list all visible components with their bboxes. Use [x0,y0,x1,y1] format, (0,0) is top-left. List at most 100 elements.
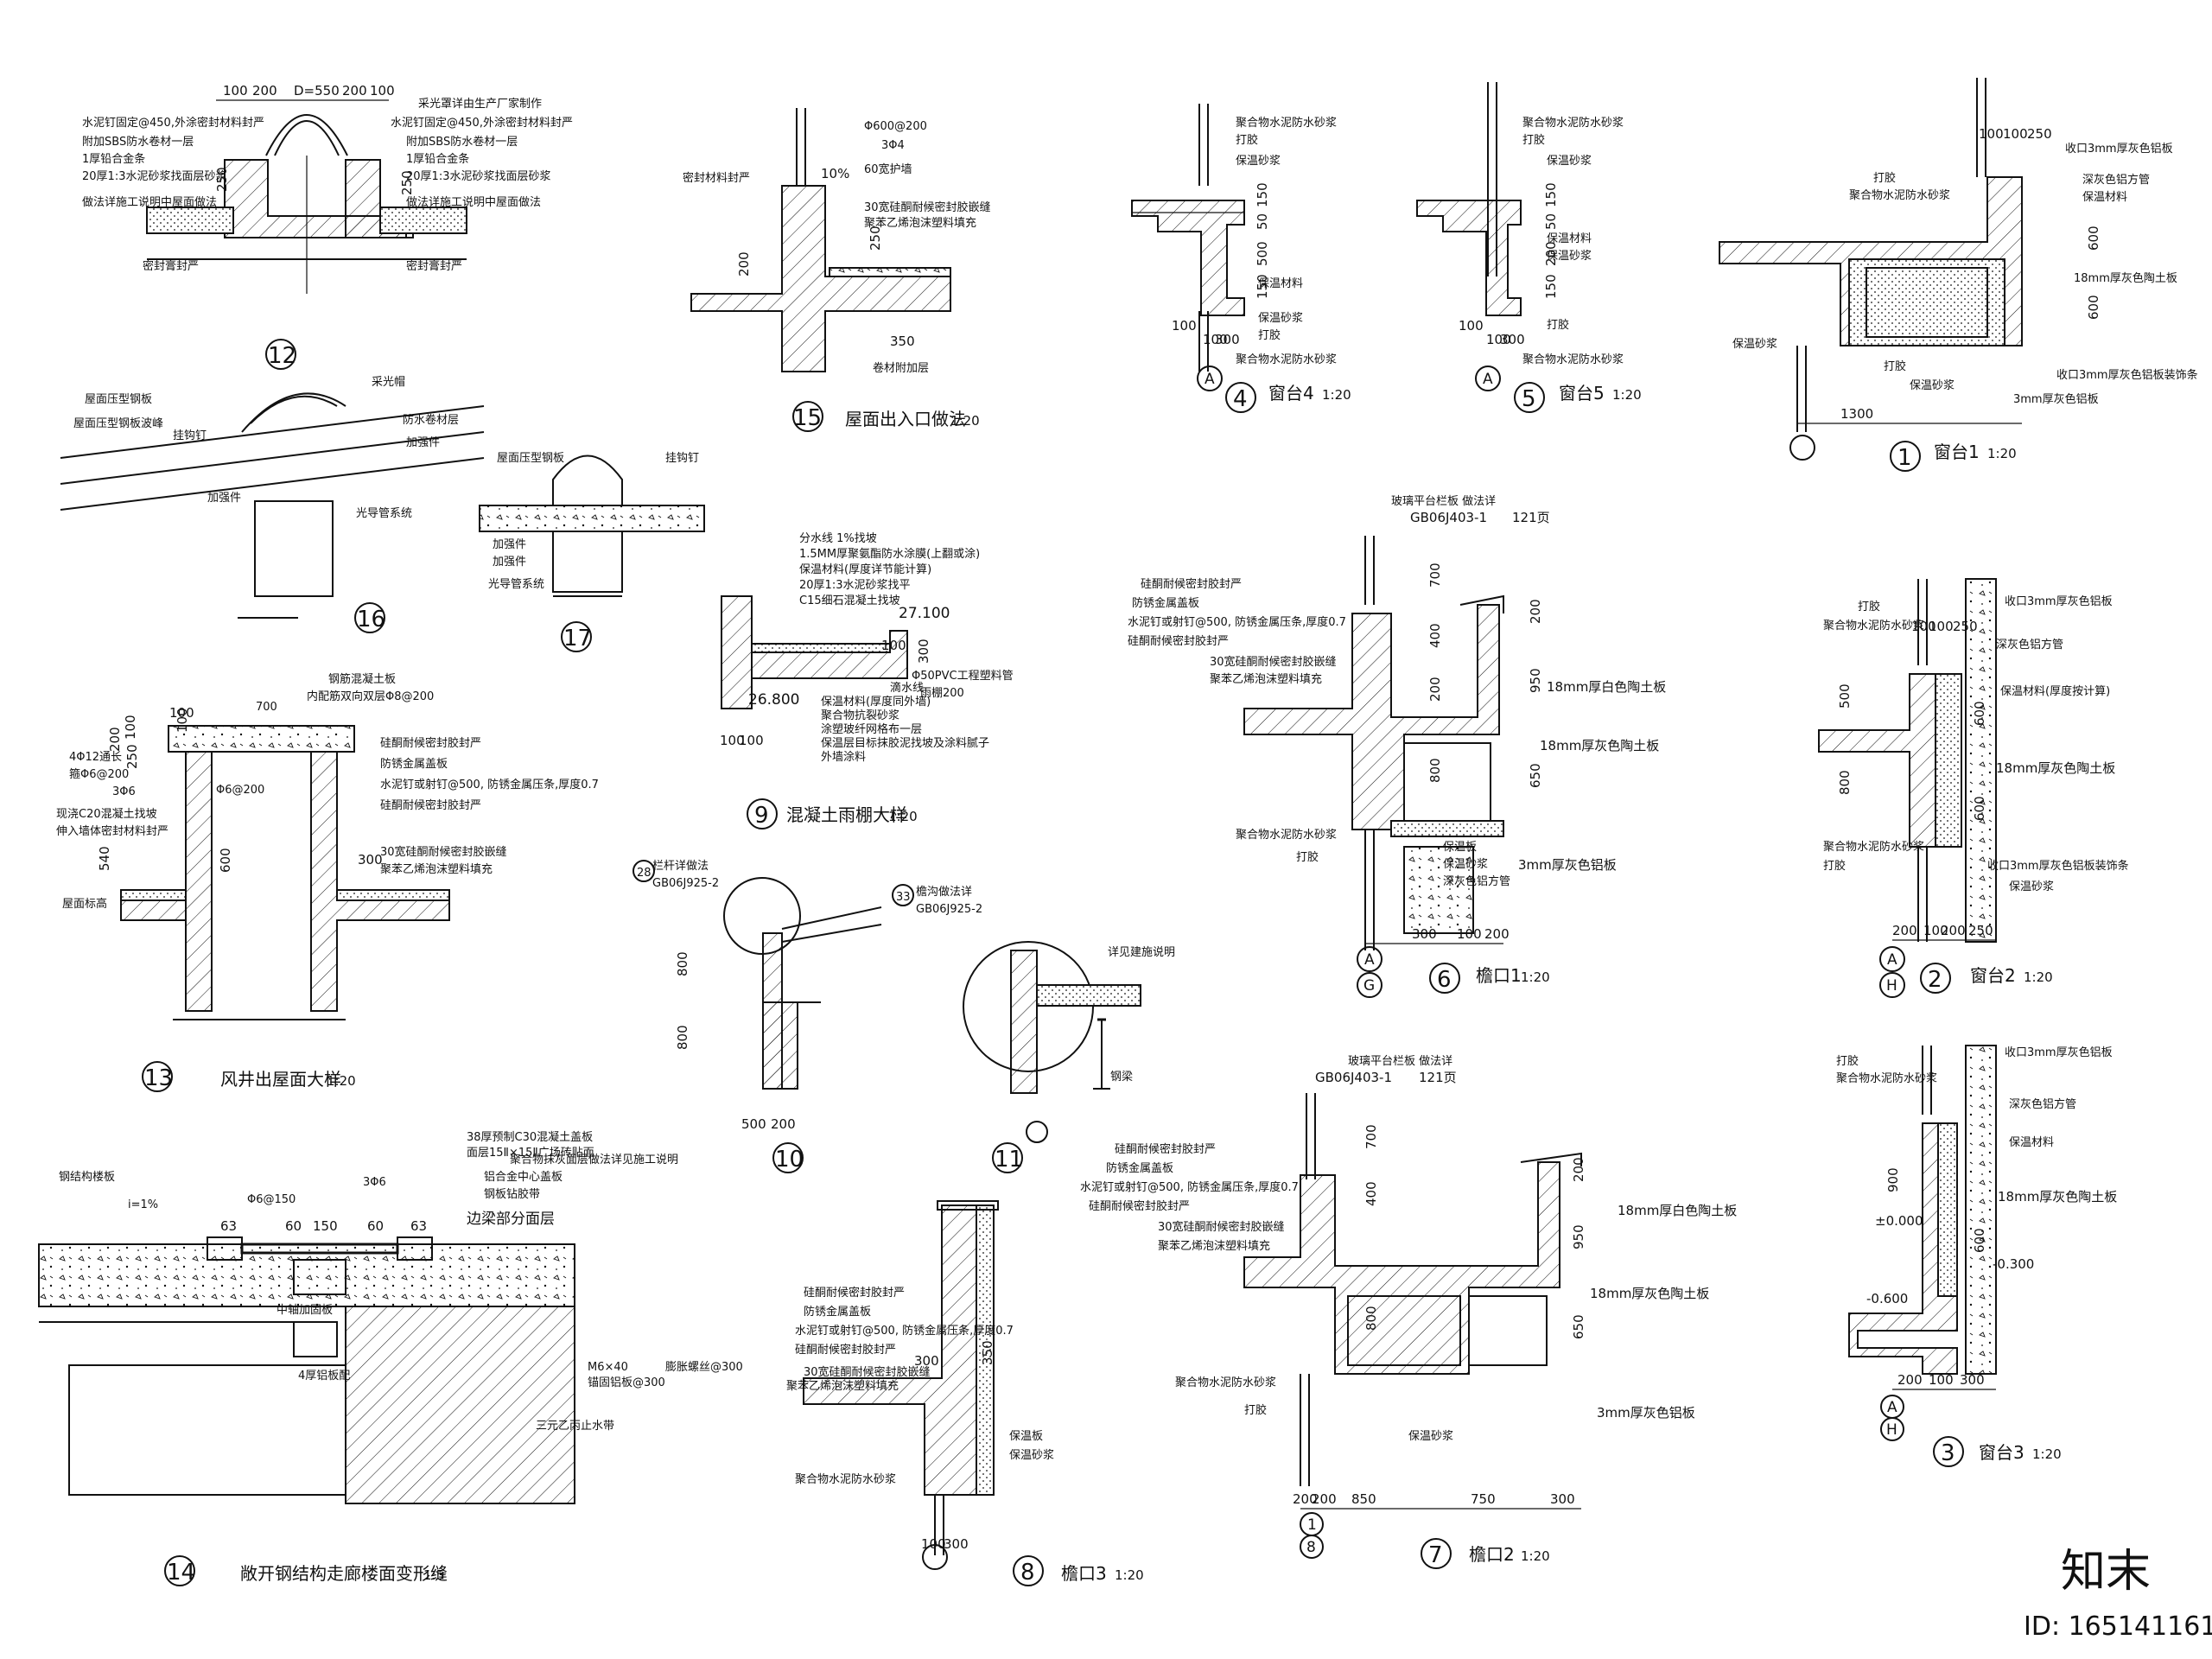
detail-17-notes: 屋面压型钢板 挂钩钉 加强件 加强件 光导管系统 [488,452,699,591]
dim-label: -0.600 [1866,1291,1908,1306]
note: 面层15Ⅱ×15Ⅱ广场砖贴面 [467,1147,594,1160]
dim-label: 200 [1941,923,1966,938]
dim-label: 350 [980,1340,995,1365]
note: 18mm厚灰色陶土板 [1998,1189,2117,1205]
note: GB06J403-1 [1410,510,1487,525]
detail-10: 栏杆详做法 GB06J925-2 28 800 800 500 200 10 [632,860,882,1173]
dim-label: 250 [1953,619,1978,634]
dim-label: 300 [1550,1491,1575,1507]
dim-label: 200 [1543,241,1559,266]
note: 防锈金属盖板 [1132,596,1199,610]
detail-4-title: 窗台4 [1268,383,1314,404]
detail-15-notes: Φ600@200 3Φ4 60宽护墙 30宽硅酮耐候密封胶嵌缝 聚苯乙烯泡沫塑料… [683,120,991,375]
note: 20厚1:3水泥砂浆找面层砂浆 [406,170,550,183]
note: 18mm厚灰色陶土板 [2074,271,2177,285]
note: 硅酮耐候密封胶封严 [1089,1199,1190,1213]
dim-label: 250 [1968,923,1993,938]
note: 屋面标高 [62,897,107,911]
note: 打胶 [1296,850,1319,864]
note: 保温材料(厚度同外墙) [821,695,931,709]
note: 保温砂浆 [1910,379,1955,392]
watermark-id: ID: 165141161 [2024,1611,2212,1642]
axis-label: A [1887,951,1897,969]
note: 水泥钉或射钉@500, 防锈金属压条,厚度0.7 [795,1324,1014,1338]
note: 光导管系统 [356,507,412,520]
detail-12-number: 12 [268,343,296,369]
note: 现浇C20混凝土找坡 [56,807,157,821]
dim-label: 100 [1486,332,1511,347]
dim-label: 100 [739,733,764,748]
detail-9: 分水线 1%找坡 1.5MM厚聚氨酯防水涂膜(上翻或涂) 保温材料(厚度详节能计… [720,532,1014,830]
detail-9-notes: 分水线 1%找坡 1.5MM厚聚氨酯防水涂膜(上翻或涂) 保温材料(厚度详节能计… [799,532,1014,764]
detail-7: 玻璃平台栏板 做法详 GB06J403-1 121页 硅酮耐候密封胶封严 防锈金… [1080,1055,1737,1569]
note: 聚合物水泥防水砂浆 [1836,1071,1937,1085]
dim-label: 200 [1892,923,1917,938]
note: 保温砂浆 [1547,155,1592,168]
ref-number: 28 [637,867,652,880]
dim-label: 50 [1255,213,1270,230]
detail-6-notes: 玻璃平台栏板 做法详 GB06J403-1 121页 硅酮耐候密封胶封严 防锈金… [1128,495,1666,888]
note: 中轴加固板 [276,1304,333,1317]
dim-label: 350 [890,334,915,349]
detail-8-scale: 1:20 [1115,1567,1144,1583]
note: 硅酮耐候密封胶封严 [795,1343,896,1357]
detail-12-notes-right: 采光罩详由生产厂家制作 水泥钉固定@450,外涂密封材料封严 附加SBS防水卷材… [391,97,573,273]
dim-label: 800 [1427,758,1443,783]
detail-8-notes: 硅酮耐候密封胶封严 防锈金属盖板 水泥钉或射钉@500, 防锈金属压条,厚度0.… [786,1286,1054,1486]
detail-7-title: 檐口2 [1469,1544,1515,1565]
detail-17-number: 17 [563,626,592,652]
note: 水泥钉固定@450,外涂密封材料封严 [391,116,573,130]
dim-label: 600 [1972,1228,1987,1253]
note: 保温砂浆 [1009,1449,1054,1462]
note: 保温砂浆 [1258,312,1303,325]
detail-10-dims: 800 800 500 200 [675,951,796,1132]
note: 钢结构楼板 [59,1171,115,1184]
dim-label: 950 [1528,668,1543,693]
note: 保温材料 [2009,1136,2054,1149]
dim-label: 300 [916,639,931,664]
note: 聚合物水泥防水砂浆 [1236,116,1337,130]
note: 收口3mm厚灰色铝板 [2005,594,2113,608]
note: 聚合物水泥防水砂浆 [1236,828,1337,842]
dim-label: 650 [1528,763,1543,788]
dim-label: 100 [720,733,745,748]
note: 采光罩详由生产厂家制作 [418,97,542,111]
note: 水泥钉或射钉@500, 防锈金属压条,厚度0.7 [1128,615,1346,629]
note: 聚合物水泥防水砂浆 [1522,116,1624,130]
note: 收口3mm厚灰色铝板 [2065,142,2173,156]
detail-14-dims: 63 60 150 60 63 [220,1218,427,1234]
detail-14-number: 14 [167,1560,195,1586]
dim-label: 100 [169,705,194,721]
note: 光导管系统 [488,578,544,591]
detail-17: 屋面压型钢板 挂钩钉 加强件 加强件 光导管系统 17 [479,452,705,652]
note: 深灰色铝方管 [2009,1097,2076,1111]
note: 打胶 [1858,600,1880,613]
detail-16-notes: 屋面压型钢板 屋面压型钢板波峰 挂钩钉 采光帽 防水卷材层 加强件 加强件 光导… [73,375,459,520]
dim-label: 400 [1363,1181,1379,1206]
dim-label: 100 [1929,1372,1954,1388]
note: Φ600@200 [864,120,927,133]
dim-label: 26.800 [748,691,799,709]
note: 保温材料(厚度详节能计算) [799,563,931,576]
note: 水泥钉或射钉@500, 防锈金属压条,厚度0.7 [1080,1180,1299,1194]
watermark: 知末 ID: 165141161 [2024,1546,2212,1642]
note: 聚苯乙烯泡沫塑料填充 [1158,1239,1270,1253]
dim-label: 800 [675,951,690,976]
dim-label: 650 [1571,1314,1586,1339]
note: 保温砂浆 [1732,338,1777,351]
note: 60宽护墙 [864,162,912,176]
detail-11: 檐沟做法详 GB06J925-2 详见建施说明 钢梁 33 11 [892,884,1175,1173]
note: 硅酮耐候密封胶封严 [1128,634,1229,648]
note: 聚合物水泥防水砂浆 [795,1472,896,1486]
note: 打胶 [1547,318,1569,332]
detail-6-title: 檐口1 [1476,965,1522,986]
ref-number: 33 [896,891,911,904]
watermark-brand: 知末 [2061,1546,2151,1598]
note: 分水线 1%找坡 [799,532,877,545]
note: 4厚铝板配 [298,1370,350,1382]
note: 聚苯乙烯泡沫塑料填充 [380,862,493,876]
note: 聚合物抗裂砂浆 [821,709,899,722]
note: 1厚铅合金条 [82,152,145,166]
detail-5-dims: 150 50 200 150 100 100 300 [1459,182,1559,347]
dim-label: 100 [1923,923,1948,938]
